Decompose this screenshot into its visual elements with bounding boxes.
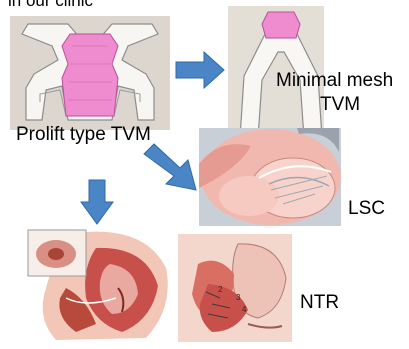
label-ntr: NTR xyxy=(300,292,339,314)
arrow-right-icon xyxy=(174,50,226,90)
svg-text:3: 3 xyxy=(236,293,241,302)
arrow-down-icon xyxy=(80,178,114,226)
label-prolift: Prolift type TVM xyxy=(16,124,151,146)
label-minimal-mesh-tvm: TVM xyxy=(320,94,360,116)
svg-text:4: 4 xyxy=(242,305,247,314)
arrow-down-right-icon xyxy=(140,140,204,196)
prolift-mesh-image xyxy=(10,16,170,130)
ntr-image: 3 2 4 xyxy=(178,234,292,342)
label-lsc: LSC xyxy=(348,198,385,220)
label-minimal-mesh: Minimal mesh xyxy=(276,70,393,92)
heading-partial: in our clinic xyxy=(8,0,93,12)
pelvic-anatomy-image xyxy=(26,228,174,344)
svg-text:2: 2 xyxy=(218,285,223,294)
lsc-image xyxy=(199,128,341,226)
